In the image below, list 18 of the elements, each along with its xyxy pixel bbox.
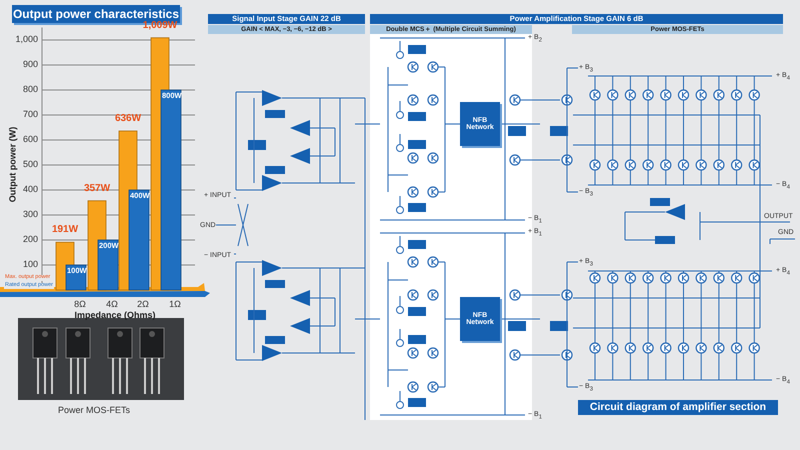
axis-tick-label: 1Ω [168,300,182,309]
data-label: 357W [82,184,112,194]
axis-title: Impedance (Ohms) [73,311,157,320]
axis-tick-label: 100 [22,260,38,269]
axis-tick-label: 900 [22,60,38,69]
axis-tick-label: 700 [22,110,38,119]
photo-caption: Power MOS-FETs [58,406,130,415]
data-label: 191W [50,225,80,236]
axis-tick-label: 1,000 [14,35,38,44]
axis-tick-label: 300 [22,210,38,219]
axis-tick-label: 200 [22,235,38,244]
axis-tick-label: 2Ω [136,300,150,309]
caption-banner: Circuit diagram of amplifier section [578,400,778,415]
data-label: 636W [114,114,142,124]
axis-tick-label: 8Ω [73,300,87,309]
axis-title: Output power (W) [8,126,18,204]
axis-tick-label: 4Ω [105,300,119,309]
axis-tick-label: 800 [22,85,38,94]
